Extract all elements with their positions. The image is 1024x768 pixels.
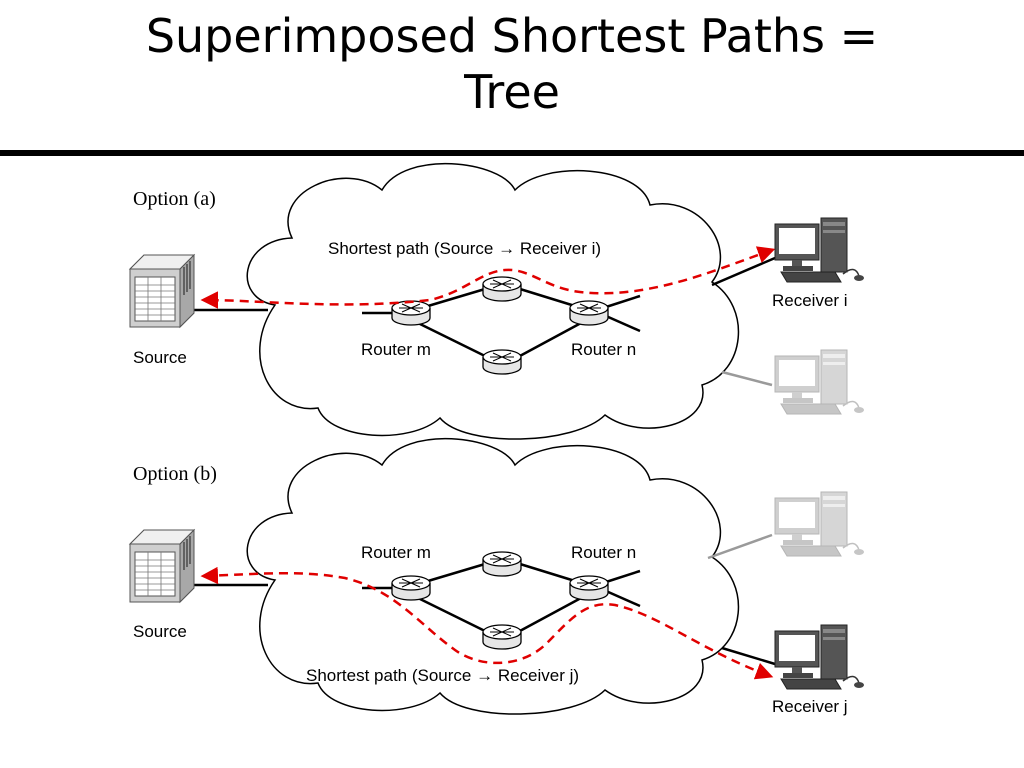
option-b-router-m-label: Router m [361, 543, 431, 562]
option-b-router-top-icon [482, 551, 522, 577]
slide-title: Superimposed Shortest Paths = Tree [0, 8, 1024, 120]
option-a-inactive-receiver-link [721, 370, 773, 387]
option-a-router-m-icon [391, 300, 431, 326]
option-b-source-server-icon [129, 529, 195, 603]
option-b-receiver-j-computer-icon [774, 624, 865, 690]
option-a-receiver-i-computer-icon [774, 217, 865, 283]
option-a-inactive-computer-icon [774, 349, 865, 415]
option-b-router-n-icon [569, 575, 609, 601]
option-a-label: Option (a) [133, 188, 216, 210]
option-b-inactive-receiver-link [707, 533, 773, 560]
option-a-link-n-down [605, 314, 641, 333]
option-a-source-server-icon [129, 254, 195, 328]
option-a-receiver-i-link [711, 256, 776, 287]
option-a-receiver-i-label: Receiver i [772, 291, 848, 310]
option-b-receiver-j-label: Receiver j [772, 697, 848, 716]
option-a-cloud [246, 163, 740, 440]
option-b-router-m-icon [391, 575, 431, 601]
option-a-link-bottom-n [517, 321, 582, 359]
option-a-router-bottom-icon [482, 349, 522, 375]
title-divider [0, 150, 1024, 156]
option-a-router-m-label: Router m [361, 340, 431, 359]
option-a-shortest-path [200, 246, 776, 309]
option-b-label: Option (b) [133, 463, 217, 485]
option-a-source-label: Source [133, 348, 187, 367]
option-a-path-label: Shortest path (Source → Receiver i) [328, 239, 601, 258]
option-b-shortest-path [200, 566, 774, 680]
option-b-path-label: Shortest path (Source → Receiver j) [306, 666, 579, 685]
option-a-router-n-label: Router n [571, 340, 636, 359]
option-b-router-n-label: Router n [571, 543, 636, 562]
option-a-router-n-icon [569, 300, 609, 326]
title-line-2: Tree [464, 65, 560, 119]
title-line-1: Superimposed Shortest Paths = [145, 9, 879, 63]
option-a-router-top-icon [482, 276, 522, 302]
option-b-router-bottom-icon [482, 624, 522, 650]
option-b-receiver-j-link [721, 646, 776, 666]
option-b-source-label: Source [133, 622, 187, 641]
option-b-inactive-computer-icon [774, 491, 865, 557]
option-a-link-m-bottom [417, 321, 488, 359]
